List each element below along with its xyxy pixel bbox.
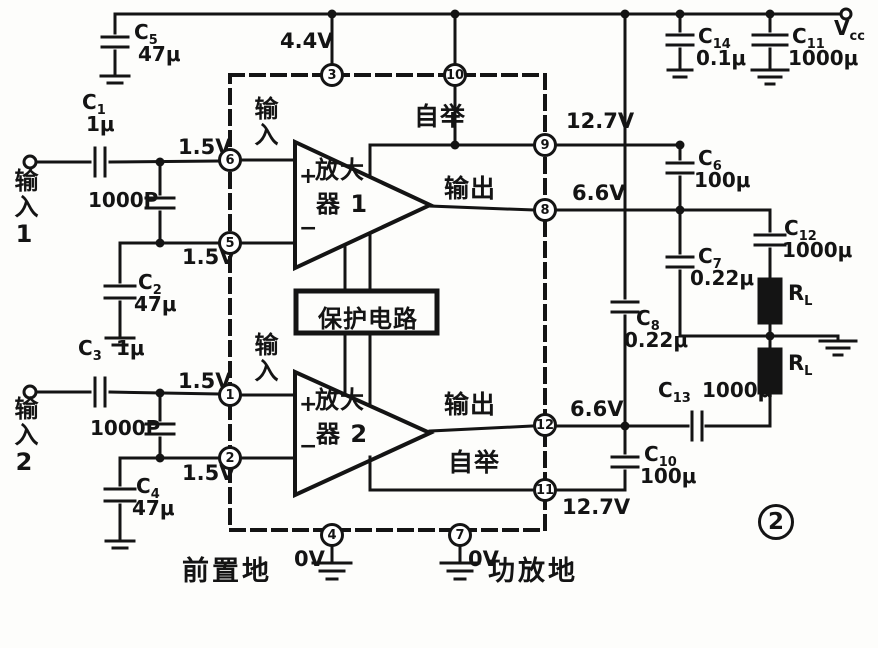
label-c14-val: 0.1μ <box>696 46 747 70</box>
voltage-pin1: 1.5V <box>178 369 232 393</box>
label-c8-val: 0.22μ <box>624 328 689 352</box>
voltage-pin4: 0V <box>294 547 325 571</box>
pin-12: 12 <box>533 413 557 437</box>
pin-7: 7 <box>448 523 472 547</box>
label-output-top: 输出 <box>444 174 497 203</box>
figure-number-badge: 2 <box>758 504 794 540</box>
wire-top-rail <box>113 12 842 66</box>
label-c2-ref: C2 <box>138 270 162 298</box>
label-rl1: RL <box>788 281 813 310</box>
label-c12-val: 1000μ <box>782 238 853 262</box>
label-poweramp-ground: 功放地 <box>488 556 578 587</box>
cap-c11 <box>750 12 790 86</box>
label-c7-ref: C7 <box>698 244 722 272</box>
label-c1-ref: C1 <box>82 90 106 118</box>
amp2-triangle <box>293 368 435 499</box>
label-c3-val: 1μ <box>116 336 145 360</box>
label-c11-ref: C11 <box>792 24 825 52</box>
label-c2-val: 47μ <box>134 292 177 316</box>
label-ic-input-bottom: 输入 <box>250 332 278 384</box>
label-amp1-line2: 器 1 <box>316 190 369 218</box>
label-c10-ref: C10 <box>644 442 677 470</box>
junction-dots <box>155 9 775 463</box>
label-input2-terminal: 输入2 <box>10 396 38 478</box>
label-c7-val: 0.22μ <box>690 266 755 290</box>
voltage-pin6: 1.5V <box>178 135 232 159</box>
pin-9: 9 <box>533 133 557 157</box>
protection-box <box>293 288 440 336</box>
cap-c8-c10-branch <box>555 12 640 492</box>
label-c13-val: 1000μ <box>702 378 773 402</box>
amp1-triangle <box>293 138 435 272</box>
label-cin1: 1000P <box>88 188 159 212</box>
label-ic-input-top: 输入 <box>250 96 278 148</box>
label-c5-ref: C5 <box>134 20 158 48</box>
label-amp2-line1: 放大 <box>315 386 365 414</box>
label-amp1-line1: 放大 <box>315 156 365 184</box>
label-preamp-ground: 前置地 <box>182 556 272 587</box>
label-cin2: 1000P <box>90 416 161 440</box>
pin-3: 3 <box>320 63 344 87</box>
label-vcc: Vcc <box>834 16 865 44</box>
pin-5: 5 <box>218 231 242 255</box>
cap-c7-branch <box>665 208 772 338</box>
amp1-plus-sign: + <box>299 164 318 189</box>
label-c8-ref: C8 <box>636 306 660 334</box>
voltage-pin8: 6.6V <box>572 181 626 205</box>
voltage-pin11: 12.7V <box>562 495 631 519</box>
label-output-bottom: 输出 <box>444 390 497 419</box>
label-bootstrap-top: 自举 <box>414 102 467 131</box>
pin-8: 8 <box>533 198 557 222</box>
label-c4-ref: C4 <box>136 474 160 502</box>
pin-1: 1 <box>218 383 242 407</box>
voltage-pin7: 0V <box>468 547 499 571</box>
cap-c5 <box>99 12 131 85</box>
label-c12-ref: C12 <box>784 216 817 244</box>
label-bootstrap-bottom: 自举 <box>448 448 501 477</box>
voltage-pin3: 4.4V <box>280 29 334 53</box>
label-c4-val: 47μ <box>132 496 175 520</box>
label-amp2-line2: 器 2 <box>316 420 369 448</box>
label-c6-val: 100μ <box>694 168 751 192</box>
label-c5-val: 47μ <box>138 42 181 66</box>
label-c10-val: 100μ <box>640 464 697 488</box>
pin-11: 11 <box>533 478 557 502</box>
voltage-pin9: 12.7V <box>566 109 635 133</box>
label-c1-val: 1μ <box>86 112 115 136</box>
label-c3-ref: C3 <box>78 336 102 364</box>
cap-c14 <box>665 12 695 79</box>
amp2-minus-sign: − <box>299 434 318 459</box>
vcc-terminal <box>839 7 853 21</box>
ground-symbol-preamp <box>311 545 353 581</box>
pin-6: 6 <box>218 148 242 172</box>
label-c14-ref: C14 <box>698 24 731 52</box>
ic-outline <box>228 73 547 532</box>
ground-symbol-poweramp <box>439 545 481 581</box>
label-c13-ref: C13 <box>658 378 691 406</box>
label-c11-val: 1000μ <box>788 46 859 70</box>
pin-10: 10 <box>443 63 467 87</box>
pin-4: 4 <box>320 523 344 547</box>
label-rl2: RL <box>788 351 813 380</box>
pin-2: 2 <box>218 446 242 470</box>
label-c6-ref: C6 <box>698 146 722 174</box>
voltage-pin12: 6.6V <box>570 397 624 421</box>
label-input1-terminal: 输入1 <box>10 168 38 250</box>
label-protection-circuit: 保护电路 <box>318 305 418 333</box>
input2-network <box>22 376 220 550</box>
amp2-plus-sign: + <box>299 392 318 417</box>
amp1-minus-sign: − <box>299 216 318 241</box>
